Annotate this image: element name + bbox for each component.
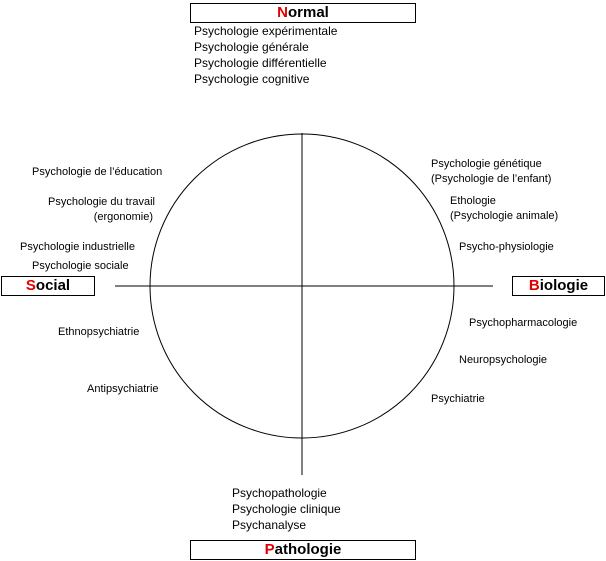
list-item: Psychologie expérimentale [194, 24, 338, 38]
list-item: Psychologie générale [194, 40, 309, 54]
label-psychiatrie: Psychiatrie [431, 393, 485, 405]
label-line: (Psychologie animale) [450, 210, 559, 222]
pathologie-list: Psychopathologie Psychologie clinique Ps… [232, 485, 341, 533]
label-psycho-physiologie: Psycho-physiologie [459, 241, 554, 253]
pole-pathologie-initial: P [264, 541, 275, 558]
label-line: Psychologie du travail [47, 196, 155, 208]
label-psychologie-sociale: Psychologie sociale [32, 260, 129, 272]
label-psychologie-travail: Psychologie du travail (ergonomie) [30, 195, 155, 225]
label-line: Psychologie génétique [431, 158, 542, 170]
label-psychopharmacologie: Psychopharmacologie [469, 317, 578, 329]
pole-biologie-initial: B [528, 277, 540, 294]
pole-biologie-rest: iologie [539, 277, 589, 294]
label-ethnopsychiatrie: Ethnopsychiatrie [58, 326, 140, 338]
label-line: (ergonomie) [93, 211, 153, 223]
pole-pathologie-rest: athologie [274, 541, 342, 558]
pole-social-initial: S [25, 277, 36, 294]
list-item: Psychologie différentielle [194, 56, 327, 70]
pole-social: Social [1, 276, 95, 296]
label-antipsychiatrie: Antipsychiatrie [87, 383, 159, 395]
list-item: Psychanalyse [232, 518, 307, 532]
pole-social-rest: ocial [35, 277, 71, 294]
label-neuropsychologie: Neuropsychologie [459, 354, 548, 366]
label-line: Ethologie [450, 195, 496, 207]
list-item: Psychologie clinique [232, 502, 341, 516]
label-psychologie-education: Psychologie de l’éducation [32, 166, 163, 178]
pole-normal: Normal [190, 3, 416, 23]
label-psychologie-industrielle: Psychologie industrielle [20, 241, 135, 253]
list-item: Psychologie cognitive [194, 72, 310, 86]
label-psychologie-genetique: Psychologie génétique (Psychologie de l’… [431, 157, 551, 187]
label-ethologie: Ethologie (Psychologie animale) [450, 194, 558, 224]
pole-pathologie: Pathologie [190, 540, 416, 560]
list-item: Psychopathologie [232, 486, 327, 500]
normal-list: Psychologie expérimentale Psychologie gé… [194, 23, 337, 87]
pole-normal-rest: ormal [287, 4, 329, 21]
pole-biologie: Biologie [512, 276, 605, 296]
pole-normal-initial: N [277, 4, 288, 21]
label-line: (Psychologie de l’enfant) [431, 173, 552, 185]
